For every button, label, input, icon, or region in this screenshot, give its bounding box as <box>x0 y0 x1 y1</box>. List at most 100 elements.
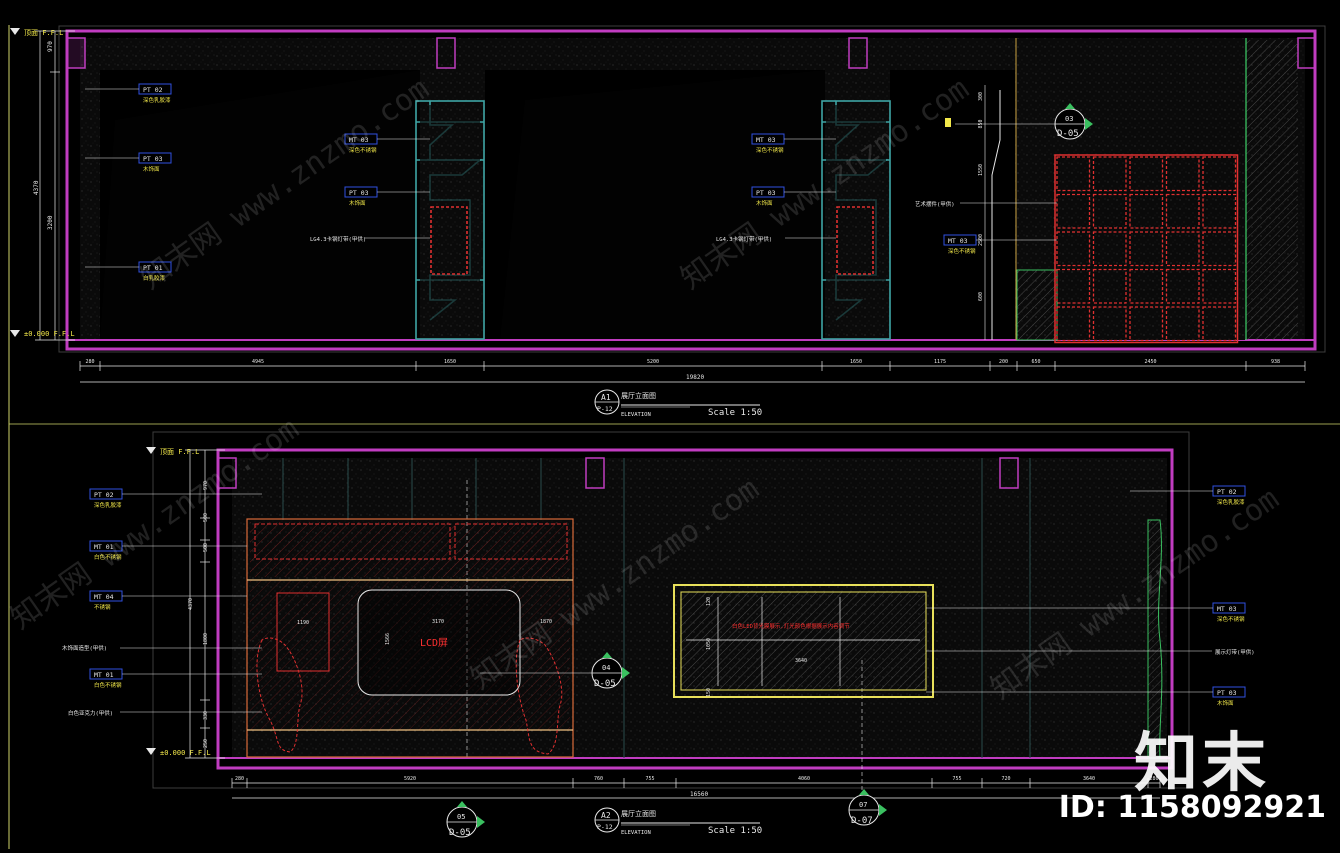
a2-dim-label: 4060 <box>798 776 810 782</box>
a1-frame <box>58 25 1326 353</box>
a1-dim-label: 2450 <box>1144 359 1156 365</box>
a2-cabinet-drawer-2 <box>454 523 568 560</box>
a2-outline <box>216 448 1174 770</box>
a2-left-tag-desc: 不锈钢 <box>94 603 111 611</box>
a2-left-tag-desc: 白色不锈钢 <box>94 553 122 561</box>
a1-grid-cell <box>1092 231 1127 267</box>
a1-grid-cell <box>1056 156 1091 192</box>
a1-vdim-1: 970 <box>47 41 54 52</box>
a1-grid-cell <box>1129 268 1164 304</box>
a1-dim-label: 4945 <box>252 359 264 365</box>
a2-right-tag-code: PT 03 <box>1217 689 1237 697</box>
a2-bubble-07[interactable]: 07 D-07 <box>848 789 887 826</box>
a1-grid-cell <box>1056 306 1091 342</box>
a2-dim-label: 755 <box>952 776 961 782</box>
a1-dim-label: 1650 <box>850 359 862 365</box>
a2-panel-note: 白色LED背光膜展示,灯光颜色根据展示内容调节 <box>732 622 850 630</box>
a1-grid-cell <box>1202 193 1237 229</box>
a1-section-bubble[interactable]: 03 D-05 <box>1054 103 1093 140</box>
a2-beam-3 <box>999 457 1019 489</box>
a2-note-left-1: 木饰面造型(甲供) <box>62 644 107 652</box>
a1-grid-cell <box>1056 193 1091 229</box>
a1-dim-label: 650 <box>1031 359 1040 365</box>
a2-screen-dim-3: 3170 <box>432 619 444 625</box>
a2-panel-dim-4: 150 <box>706 688 712 697</box>
brand-logo: 知末 <box>1134 727 1270 801</box>
a1-tag: PT 01 白乳胶漆 <box>85 261 172 282</box>
a2-panel-dim-3: 1050 <box>706 638 712 650</box>
a2-bubble-04[interactable]: 04 D-05 <box>591 652 630 689</box>
a1-grid-cell <box>1202 268 1237 304</box>
a2-display-panel-grid <box>686 597 920 686</box>
a1-slope-2 <box>500 70 825 340</box>
a1-red-frame-right <box>836 206 874 275</box>
a2-bubble-04-num: 04 <box>602 664 610 672</box>
a1-tag-code: PT 01 <box>143 264 163 272</box>
a1-dim-label: 938 <box>1271 359 1280 365</box>
a1-side-note: 艺术摆件(甲供) <box>915 200 955 208</box>
a2-bubble-05-ref: D-05 <box>449 828 471 838</box>
a1-beam-2 <box>436 37 456 69</box>
a2-right-tag-code: PT 02 <box>1217 488 1237 496</box>
a2-dim-label: 755 <box>645 776 654 782</box>
a2-scale: Scale 1:50 <box>708 826 762 836</box>
a2-left-tag-desc: 白色不锈钢 <box>94 681 122 689</box>
a1-bubble-num: 03 <box>1065 115 1073 123</box>
a1-dim-label: 1650 <box>444 359 456 365</box>
a2-lcd-screen <box>357 589 521 696</box>
a1-tag-desc: 白乳胶漆 <box>143 274 166 282</box>
a2-vdim-4: 4370 <box>188 598 194 610</box>
a1-grid-cell <box>1165 193 1200 229</box>
a1-yellow-marker <box>945 118 951 127</box>
a2-cabinet-top-hatch <box>250 522 570 577</box>
a1-vdim-2: 3200 <box>47 215 54 230</box>
a1-tag-code: PT 03 <box>756 189 776 197</box>
a2-screen-dim-1: 1190 <box>297 620 309 626</box>
a1-tag-code: MT 03 <box>948 237 968 245</box>
a1-tag-desc: 深色不锈钢 <box>349 146 377 154</box>
a1-grid-cell <box>1092 268 1127 304</box>
a1-grid-cell <box>1092 306 1127 342</box>
a2-level-top: 顶面 F.F.L <box>160 448 199 456</box>
a2-title: 展厅立面图 <box>621 809 656 818</box>
a2-panel-dim-1: 3640 <box>795 658 807 664</box>
a2-dim-label: 3640 <box>1083 776 1095 782</box>
a1-grid-cell <box>1202 156 1237 192</box>
a2-bubble-05[interactable]: 05 D-05 <box>446 801 485 838</box>
a1-bubble-ref: D-05 <box>1057 129 1079 139</box>
a2-level-bottom: ±0.000 F.F.L <box>160 749 211 757</box>
a2-left-dims <box>185 449 225 759</box>
a2-dim-label: 280 <box>235 776 244 782</box>
a2-total-dim: 16560 <box>690 791 708 798</box>
a2-vdim-2: 500 <box>203 513 209 522</box>
a1-tag-code: PT 03 <box>349 189 369 197</box>
a1-grid-cell <box>1165 156 1200 192</box>
a2-left-tag-code: MT 01 <box>94 543 114 551</box>
a2-left-tag-code: PT 02 <box>94 491 114 499</box>
a1-title-en: ELEVATION <box>621 412 651 418</box>
a2-left-tag-code: MT 01 <box>94 671 114 679</box>
a2-title-en: ELEVATION <box>621 830 651 836</box>
a2-panel-dim-2: 120 <box>706 597 712 606</box>
a1-slope-1 <box>100 70 420 340</box>
a2-vdim-5: 1800 <box>203 633 209 645</box>
a2-vdim-1: 970 <box>203 481 209 490</box>
a1-grid-cell <box>1129 306 1164 342</box>
a2-title-block: A2 P-12 展厅立面图 ELEVATION Scale 1:50 <box>594 807 762 836</box>
a1-grid-cell <box>1092 193 1127 229</box>
a2-bubble-07-num: 07 <box>859 801 867 809</box>
